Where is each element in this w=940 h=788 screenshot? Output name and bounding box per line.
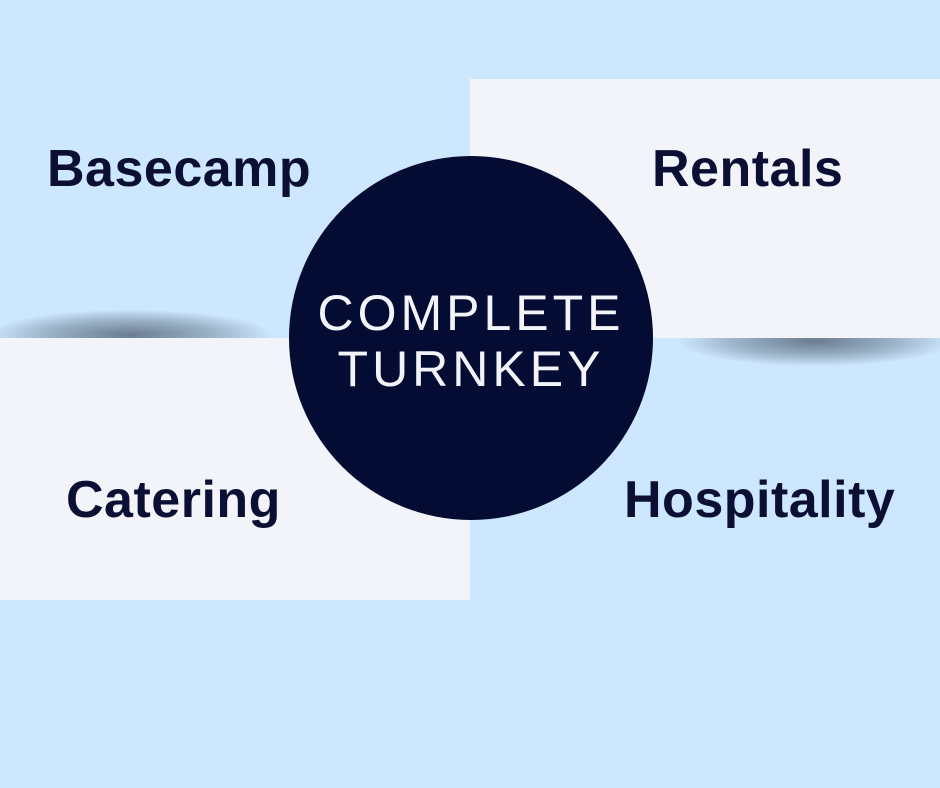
center-circle: COMPLETE TURNKEY — [289, 156, 653, 520]
label-catering: Catering — [66, 471, 281, 529]
label-hospitality: Hospitality — [624, 471, 896, 529]
label-basecamp: Basecamp — [47, 140, 312, 198]
label-rentals: Rentals — [652, 140, 844, 198]
center-title-line-2: TURNKEY — [337, 341, 605, 397]
center-title-line-1: COMPLETE — [317, 285, 625, 341]
